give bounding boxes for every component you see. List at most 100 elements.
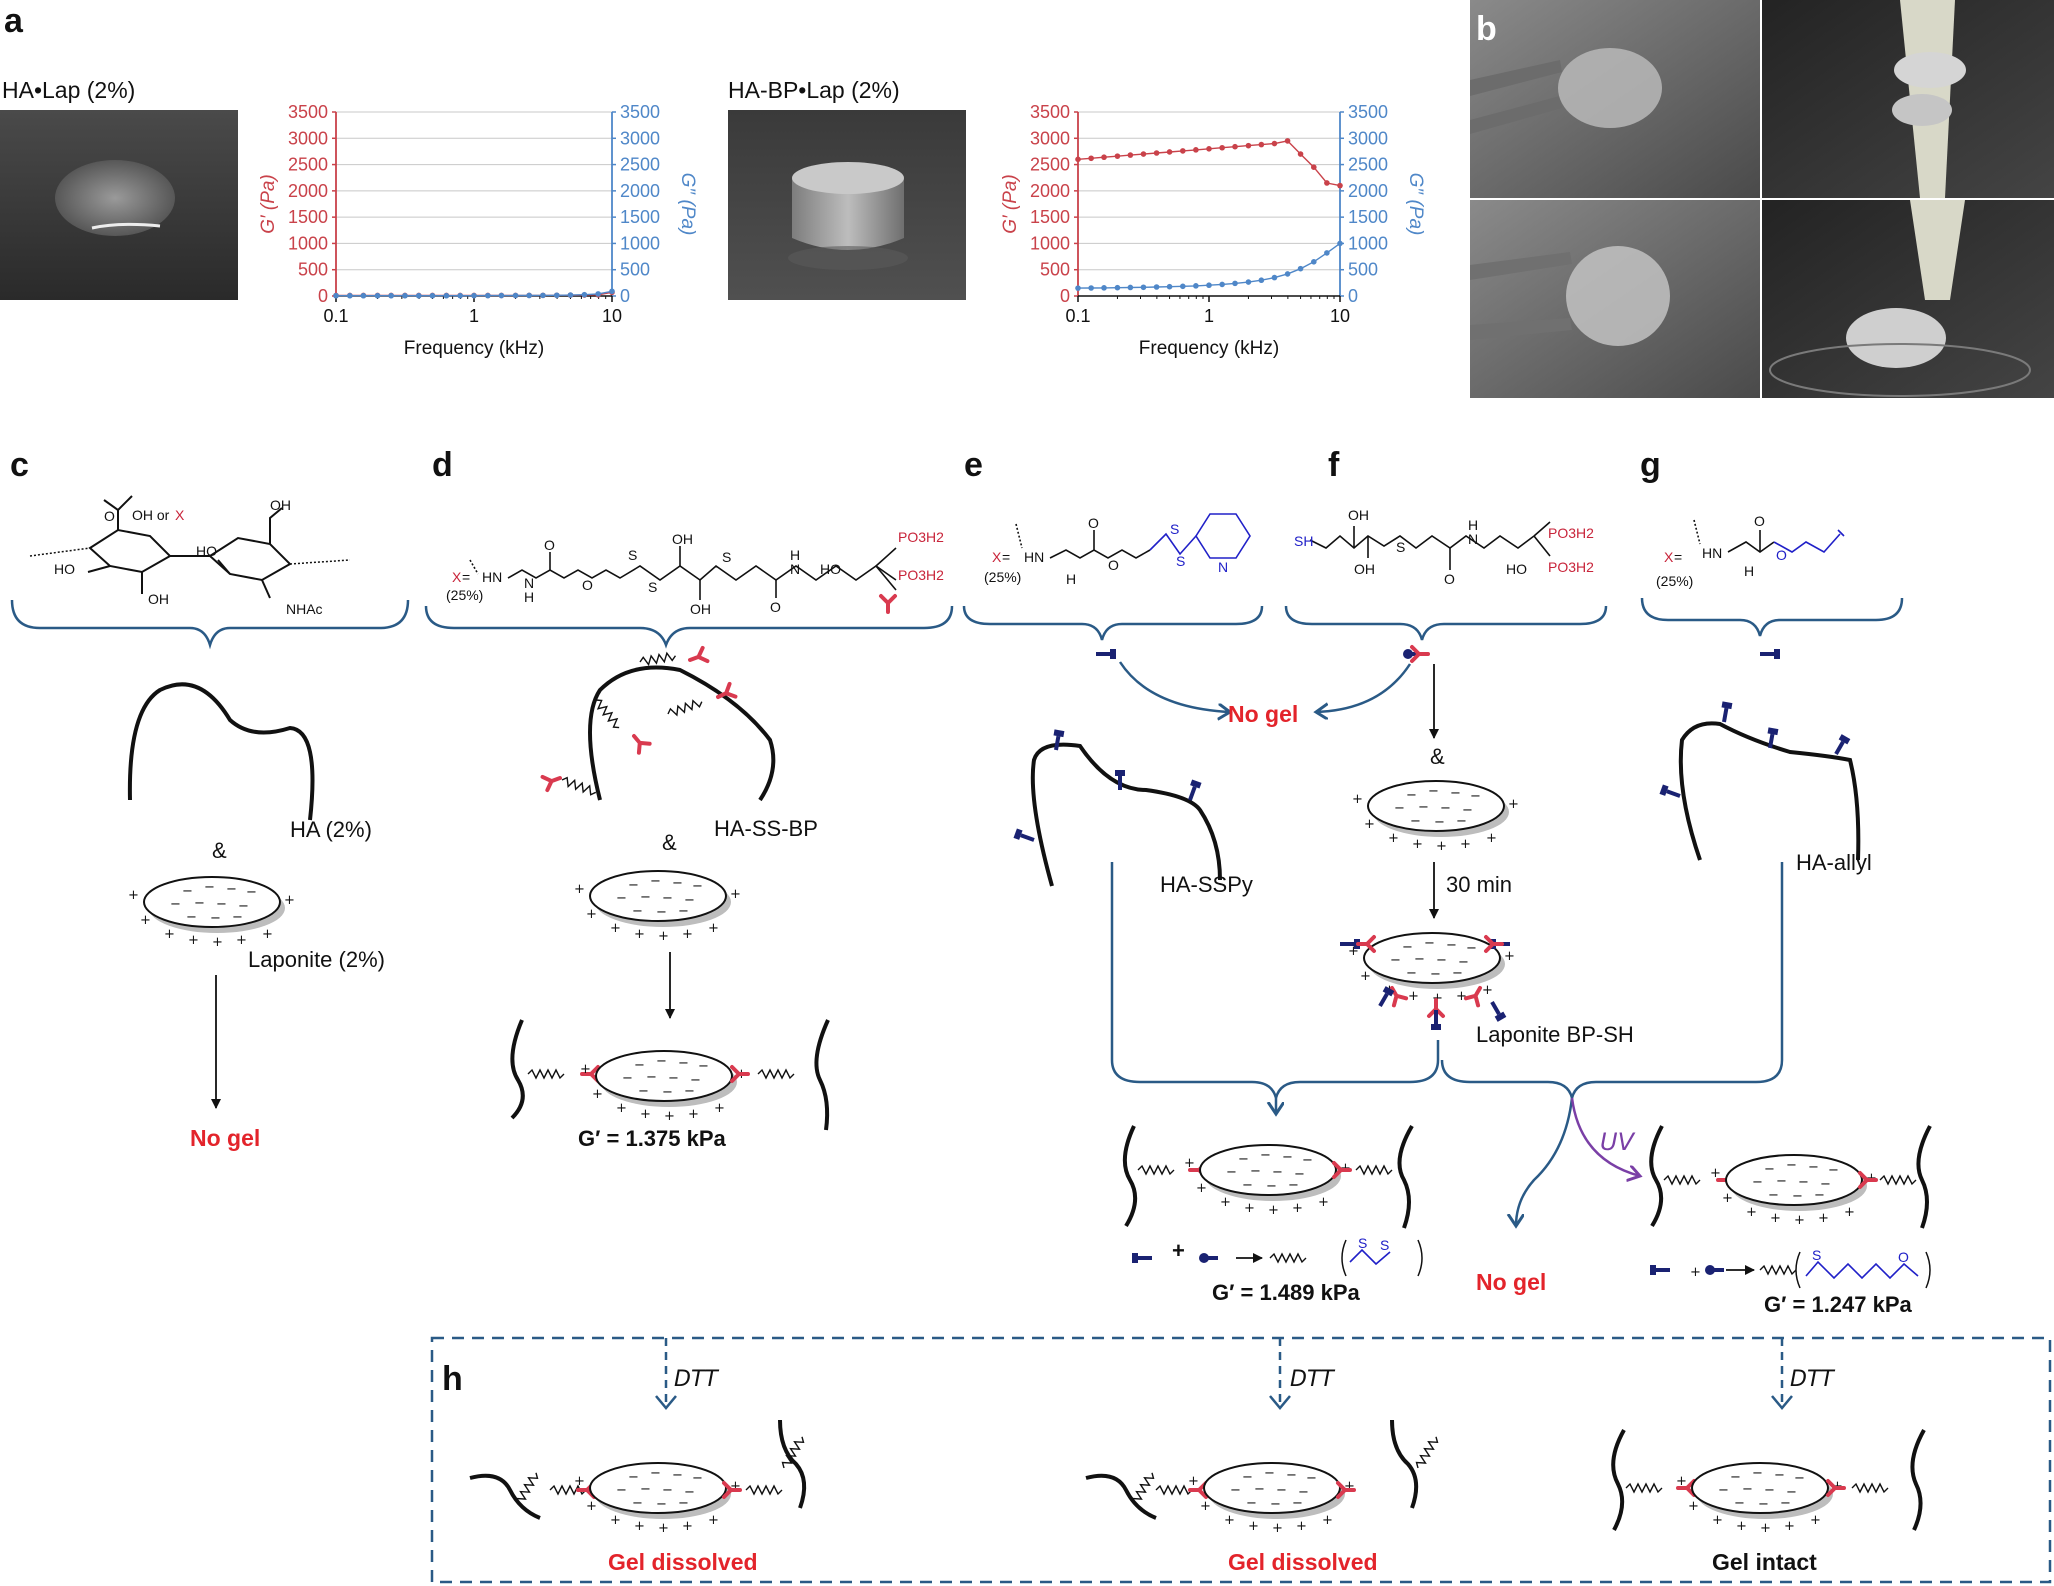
chem-oh-or: OH or [132, 507, 170, 523]
photo-title-ha-bp-lap: HA-BP•Lap (2%) [728, 77, 900, 103]
chem-o-d2: O [582, 577, 593, 593]
photo-ha-lap [0, 110, 238, 300]
chem-hn-e: HN [1024, 549, 1044, 565]
chem-po3h2-d: PO3H2 [898, 529, 944, 545]
y-tick-label: 1000 [288, 233, 328, 253]
data-point [1075, 156, 1081, 163]
y2-tick-label: 500 [1348, 260, 1378, 280]
chem-oh-d: OH [672, 531, 693, 547]
data-point [1153, 284, 1160, 290]
y-tick-label: 2500 [1030, 155, 1070, 175]
chem-eq-g: = [1674, 549, 1682, 565]
data-point [1245, 142, 1252, 149]
data-point [1127, 284, 1134, 291]
chem-oh-d2: OH [690, 601, 711, 617]
gel-network-fg [1649, 1125, 1932, 1229]
y2-tick-label: 3000 [1348, 128, 1388, 148]
y-tick-label: 3000 [288, 128, 328, 148]
chem-oh-f: OH [1348, 507, 1369, 523]
data-point [1101, 154, 1107, 161]
data-point [415, 292, 422, 299]
y-tick-label: 1000 [1030, 233, 1070, 253]
dtt-arrow-2 [1269, 1395, 1291, 1410]
chain-d [469, 546, 897, 600]
intact-network [1611, 1429, 1926, 1537]
data-point [1101, 285, 1107, 291]
y-tick-label: 500 [298, 260, 328, 280]
data-point [1153, 150, 1160, 156]
chem-pct-g: (25%) [1656, 573, 1693, 589]
data-point [1297, 265, 1304, 272]
dtt-label-1: DTT [674, 1367, 719, 1392]
data-point [1311, 259, 1317, 265]
laponite-disc [127, 876, 296, 951]
no-gel-ef: No gel [1228, 701, 1298, 727]
y2-tick-label: 2000 [620, 181, 660, 201]
chem-oh: OH [148, 591, 169, 607]
x-tick-label: 1 [469, 306, 479, 326]
label-ha-sspy: HA-SSPy [1160, 872, 1253, 897]
chem-oh-f2: OH [1354, 561, 1375, 577]
data-point [1088, 285, 1094, 291]
y2-tick-label: 1500 [620, 207, 660, 227]
y2-tick-label: 1000 [620, 233, 660, 253]
arrow-f-nogel [1316, 663, 1412, 712]
data-point [609, 288, 615, 295]
y-tick-label: 1500 [288, 207, 328, 227]
data-point [1284, 138, 1291, 144]
data-point [471, 292, 477, 299]
data-point [457, 292, 463, 299]
data-point [388, 292, 394, 299]
label-ha-ss-bp: HA-SS-BP [714, 816, 818, 841]
gprime-e: G′ = 1.489 kPa [1212, 1280, 1361, 1305]
y2-axis-label: G″ (Pa) [1405, 173, 1426, 236]
y-tick-label: 3500 [1030, 102, 1070, 122]
panel-h-box [430, 1336, 2052, 1584]
chem-o-e2: O [1108, 557, 1119, 573]
data-point [1219, 144, 1225, 151]
panel-letter-a: a [4, 2, 24, 40]
panel-letter-f: f [1328, 446, 1340, 484]
ha-allyl-chain [1657, 699, 1861, 861]
structure-ha [29, 495, 351, 599]
data-point [1337, 182, 1343, 189]
y-tick-label: 3500 [288, 102, 328, 122]
gel-dissolved-2: Gel dissolved [1228, 1549, 1378, 1575]
data-point [1324, 250, 1330, 256]
data-point [1232, 280, 1238, 287]
data-point [1127, 152, 1134, 158]
panel-letter-e: e [964, 446, 983, 484]
chem-s-r1: S [1358, 1235, 1367, 1251]
chem-pct-e: (25%) [984, 569, 1021, 585]
y-tick-label: 0 [1060, 286, 1070, 306]
laponite-bp-sh [1338, 932, 1516, 1032]
data-point [1114, 153, 1121, 159]
bracket-e [962, 605, 1264, 641]
x-tick-label: 10 [602, 306, 622, 326]
data-point [1193, 283, 1199, 289]
gel-intact: Gel intact [1712, 1549, 1817, 1575]
y-axis-label: G′ (Pa) [1000, 174, 1021, 234]
y2-tick-label: 3500 [1348, 102, 1388, 122]
chem-po3h2-d2: PO3H2 [898, 567, 944, 583]
data-point [1258, 277, 1265, 284]
chem-s-d2: S [648, 579, 657, 595]
thioether-reaction [1648, 1251, 1931, 1289]
data-point [1337, 240, 1343, 247]
data-point [1206, 146, 1212, 152]
ssp-group-e [1149, 513, 1251, 559]
dtt-label-3: DTT [1790, 1367, 1835, 1392]
arrow-e-nogel [1118, 661, 1230, 712]
x-axis-label: Frequency (kHz) [404, 338, 544, 359]
y2-tick-label: 2500 [620, 155, 660, 175]
y-tick-label: 0 [318, 286, 328, 306]
data-point [1180, 283, 1186, 290]
data-point [402, 292, 408, 299]
ha-chain-c [127, 682, 315, 821]
ha-ss-bp-chain [540, 645, 776, 802]
bracket-c [10, 599, 410, 650]
data-point [1271, 274, 1278, 281]
